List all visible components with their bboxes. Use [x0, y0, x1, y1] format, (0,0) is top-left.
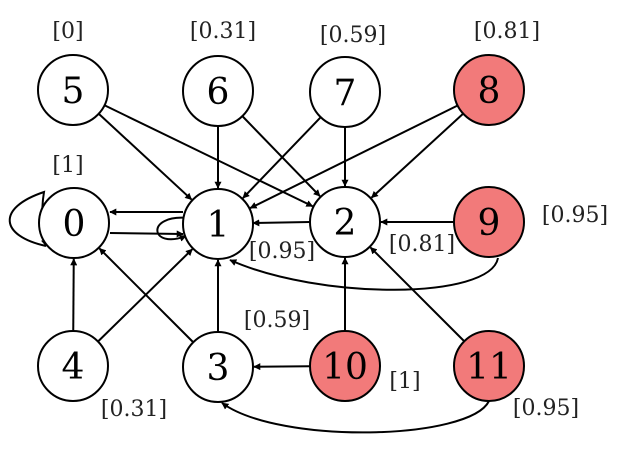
node-8: 8 — [453, 54, 525, 126]
node-6: 6 — [182, 55, 254, 127]
node-circle — [453, 186, 525, 258]
node-label: 5 — [62, 71, 85, 112]
node-label: 4 — [62, 347, 85, 388]
node-label: 3 — [207, 348, 230, 389]
nodes-layer: 0 1 2 3 4 5 6 7 8 9 10 11 — [37, 54, 525, 403]
node-11: 11 — [453, 330, 525, 402]
node-value-label: [0.95] — [542, 203, 608, 228]
edge-5-to-2 — [104, 104, 314, 208]
edge-7-to-1 — [242, 116, 322, 199]
edge-4-to-0 — [70, 258, 78, 332]
node-circle — [182, 55, 254, 127]
node-5: 5 — [37, 54, 109, 126]
node-4: 4 — [37, 330, 109, 402]
node-label: 0 — [63, 204, 86, 245]
edge-3-to-0 — [98, 247, 194, 343]
node-label: 11 — [466, 347, 512, 388]
node-label: 2 — [334, 203, 357, 244]
node-label: 1 — [207, 205, 230, 246]
edge-9-to-1 — [229, 257, 499, 291]
node-2: 2 — [309, 186, 381, 258]
node-circle — [37, 330, 109, 402]
node-label: 10 — [322, 347, 368, 388]
edge-8-to-1 — [249, 104, 459, 209]
node-label: 8 — [478, 71, 501, 112]
node-10: 10 — [309, 330, 381, 402]
node-circle — [453, 330, 525, 402]
node-value-label: [1] — [389, 369, 420, 394]
node-value-label: [0.81] — [474, 19, 540, 44]
node-circle — [37, 54, 109, 126]
node-label: 9 — [478, 203, 501, 244]
edge-5-to-1 — [98, 113, 193, 201]
edge-11-to-2 — [369, 246, 465, 342]
edges-layer — [8, 104, 499, 434]
edge-8-to-2 — [370, 112, 464, 199]
edge-11-to-3 — [221, 400, 490, 434]
node-circle — [182, 331, 254, 403]
node-label: 7 — [334, 73, 357, 114]
node-value-label: [0.95] — [249, 239, 315, 264]
node-circle — [453, 54, 525, 126]
node-value-label: [0.59] — [244, 308, 310, 333]
edge-0-to-1 — [109, 230, 184, 238]
edge-1-to-1 — [156, 216, 189, 242]
node-circle — [38, 187, 110, 259]
node-circle — [309, 186, 381, 258]
node-value-label: [0] — [52, 19, 83, 44]
node-1: 1 — [182, 188, 254, 260]
node-value-label: [0.31] — [101, 397, 167, 422]
node-7: 7 — [309, 56, 381, 128]
node-label: 6 — [207, 72, 230, 113]
node-value-label: [0.95] — [513, 396, 579, 421]
node-circle — [309, 330, 381, 402]
node-circle — [309, 56, 381, 128]
node-value-label: [1] — [52, 153, 83, 178]
edge-2-to-1 — [252, 219, 311, 227]
node-9: 9 — [453, 186, 525, 258]
node-3: 3 — [182, 331, 254, 403]
edge-6-to-2 — [241, 115, 321, 197]
node-value-label: [0.31] — [190, 19, 256, 44]
node-circle — [182, 188, 254, 260]
node-0: 0 — [38, 187, 110, 259]
node-value-label: [0.59] — [320, 23, 386, 48]
values-layer: [1] [0.95] [0.81] [0.59] [0.31] [0] [0.31] [0.5… — [52, 19, 608, 422]
node-value-label: [0.81] — [389, 232, 455, 257]
